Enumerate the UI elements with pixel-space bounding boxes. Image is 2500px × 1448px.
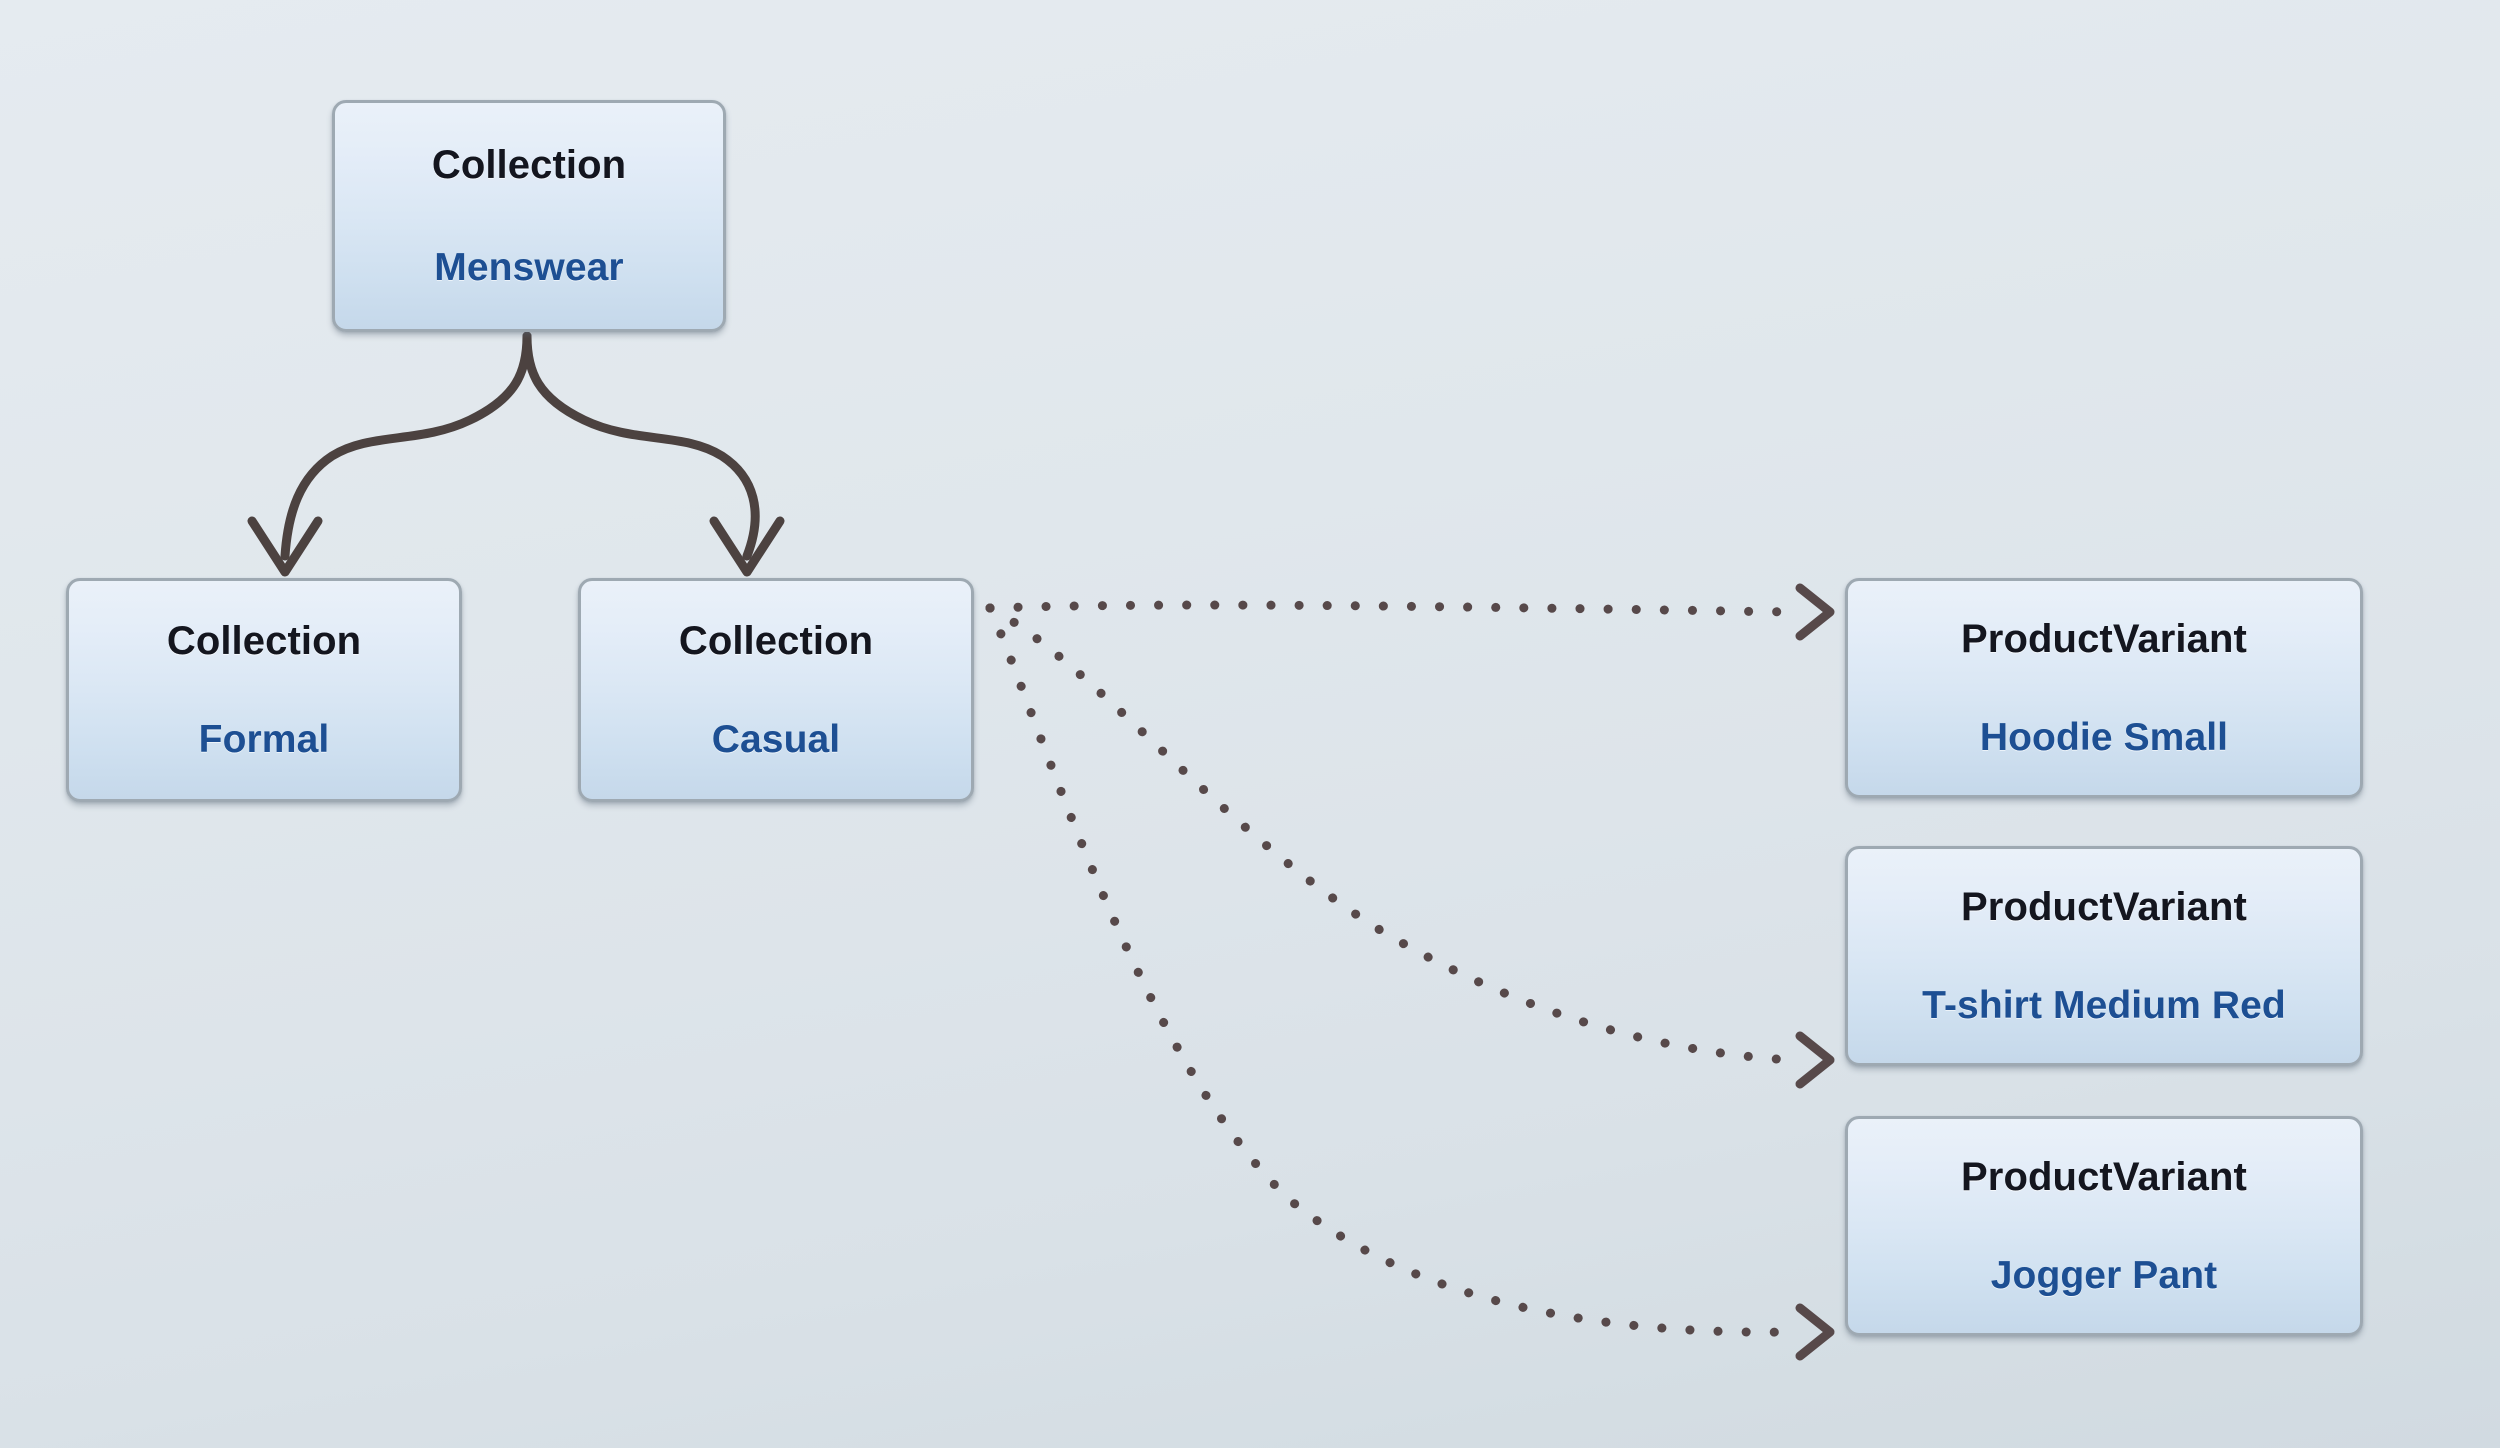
node-name-label: Jogger Pant bbox=[1990, 1253, 2218, 1297]
node-type-label: Collection bbox=[166, 618, 362, 663]
node-name-label: Formal bbox=[198, 717, 330, 761]
arrowhead-tshirt-medium-red bbox=[1795, 1031, 1835, 1089]
edge-menswear-to-formal bbox=[247, 331, 532, 577]
node-name-label: Menswear bbox=[434, 245, 624, 289]
node-name-label: Hoodie Small bbox=[1979, 715, 2229, 759]
arrowhead-casual bbox=[709, 516, 785, 577]
node-type-label: Collection bbox=[678, 618, 874, 663]
node-type-label: ProductVariant bbox=[1961, 884, 2247, 929]
node-productvariant-tshirt-medium-red[interactable]: ProductVariant T-shirt Medium Red bbox=[1845, 846, 2363, 1066]
node-type-label: ProductVariant bbox=[1961, 1154, 2247, 1199]
arrowhead-formal bbox=[247, 516, 323, 577]
node-name-label: T-shirt Medium Red bbox=[1922, 983, 2286, 1027]
node-collection-formal[interactable]: Collection Formal bbox=[66, 578, 462, 802]
node-type-label: ProductVariant bbox=[1961, 616, 2247, 661]
node-productvariant-hoodie-small[interactable]: ProductVariant Hoodie Small bbox=[1845, 578, 2363, 798]
edge-menswear-to-casual bbox=[522, 331, 785, 577]
node-type-label: Collection bbox=[431, 142, 627, 187]
node-productvariant-jogger-pant[interactable]: ProductVariant Jogger Pant bbox=[1845, 1116, 2363, 1336]
node-name-label: Casual bbox=[711, 717, 841, 761]
arrowhead-hoodie-small bbox=[1795, 583, 1835, 641]
node-collection-casual[interactable]: Collection Casual bbox=[578, 578, 974, 802]
node-collection-menswear[interactable]: Collection Menswear bbox=[332, 100, 726, 332]
arrowhead-jogger-pant bbox=[1795, 1303, 1835, 1361]
edge-casual-to-tshirt-medium-red bbox=[985, 603, 1835, 1089]
edge-casual-to-jogger-pant bbox=[985, 603, 1835, 1361]
edge-casual-to-hoodie-small bbox=[985, 583, 1835, 641]
